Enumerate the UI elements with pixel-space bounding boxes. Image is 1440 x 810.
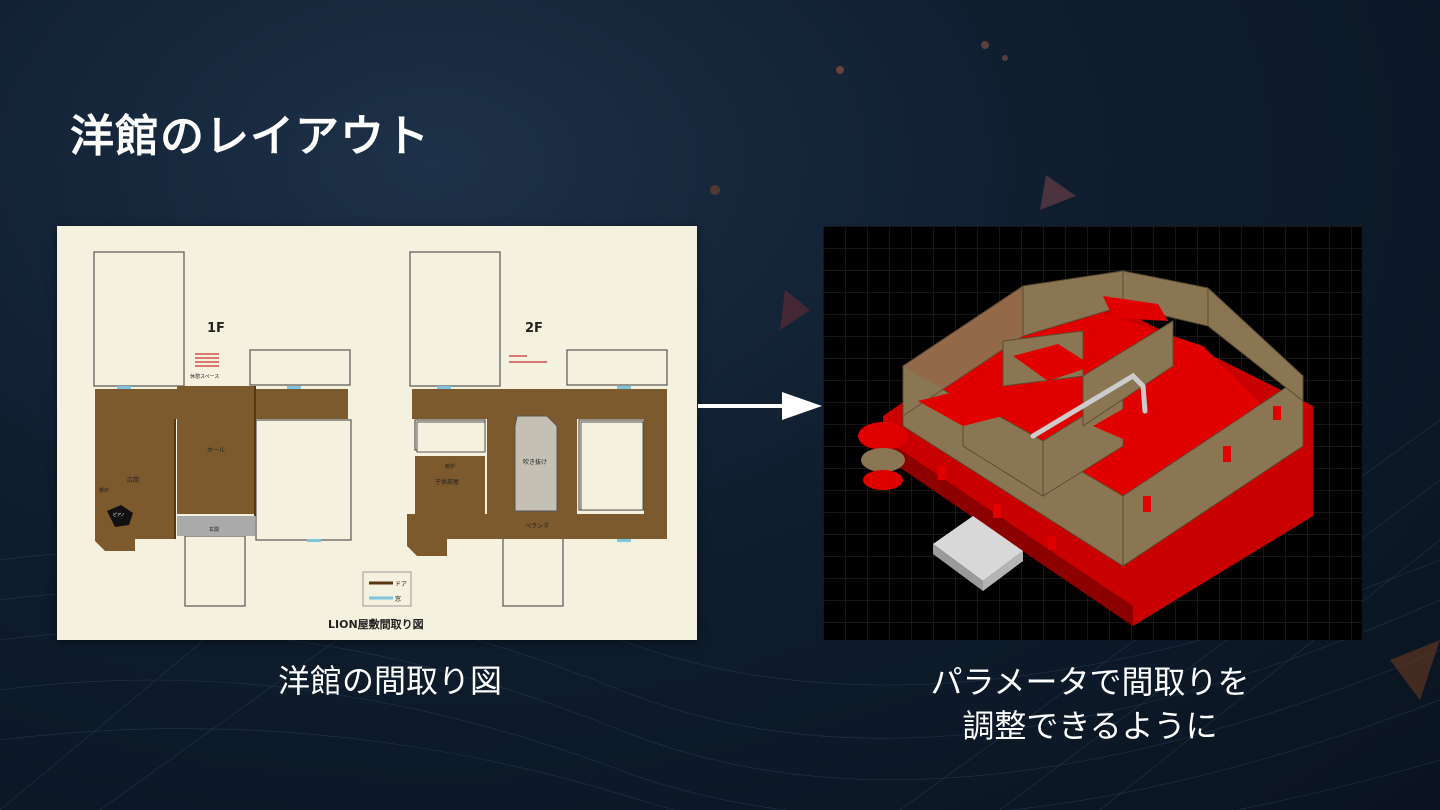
model-caption-line2: 調整できるように — [962, 707, 1218, 745]
model-caption-text: パラメータで間取りを 調整できるように — [880, 660, 1300, 748]
window-markers — [117, 386, 631, 542]
floor-plan-caption: LION屋敷間取り図 — [328, 617, 424, 631]
model-caption-line1: パラメータで間取りを — [930, 663, 1250, 701]
floor2-label: 2F — [525, 321, 543, 336]
veranda-label: ベランダ — [525, 522, 549, 530]
entrance-floor — [177, 516, 255, 536]
floor1-outer-room — [93, 251, 185, 387]
floor1-corridors — [95, 386, 348, 551]
entrance-label: 玄関 — [209, 526, 219, 533]
drawing-room-label: 広間 — [127, 476, 139, 484]
fireplace-1f-label: 暖炉 — [99, 487, 109, 494]
fireplace-2f-label: 暖炉 — [445, 463, 455, 470]
children-room-label: 子供部屋 — [435, 478, 459, 486]
piano-label: ピアノ — [113, 512, 125, 517]
3d-model-render — [823, 226, 1362, 640]
hall-label: ホール — [207, 447, 225, 454]
3d-model-drawing — [823, 226, 1362, 640]
legend-door-label: ドア — [395, 581, 407, 588]
staircase-1f — [195, 353, 219, 367]
atrium-label: 吹き抜け — [523, 458, 547, 466]
right-arrow-icon — [698, 392, 822, 420]
atrium-void — [514, 415, 558, 512]
floor-plan-drawing: 1F 休憩スペース ホール 広間 暖炉 ピアノ 玄関 2F 吹き抜け 暖炉 子供… — [93, 251, 668, 631]
rest-space-label: 休憩スペース — [190, 373, 219, 380]
piano-icon — [107, 505, 133, 527]
staircase-2f — [509, 355, 547, 363]
floor-plan-caption-text: 洋館の間取り図 — [277, 662, 502, 700]
legend-window-label: 窓 — [395, 595, 401, 603]
floor1-label: 1F — [207, 321, 225, 336]
floor-plan-image: 1F 休憩スペース ホール 広間 暖炉 ピアノ 玄関 2F 吹き抜け 暖炉 子供… — [57, 226, 697, 640]
slide-title: 洋館のレイアウト — [70, 111, 430, 162]
floor-plan-legend: ドア 窓 — [362, 571, 412, 607]
